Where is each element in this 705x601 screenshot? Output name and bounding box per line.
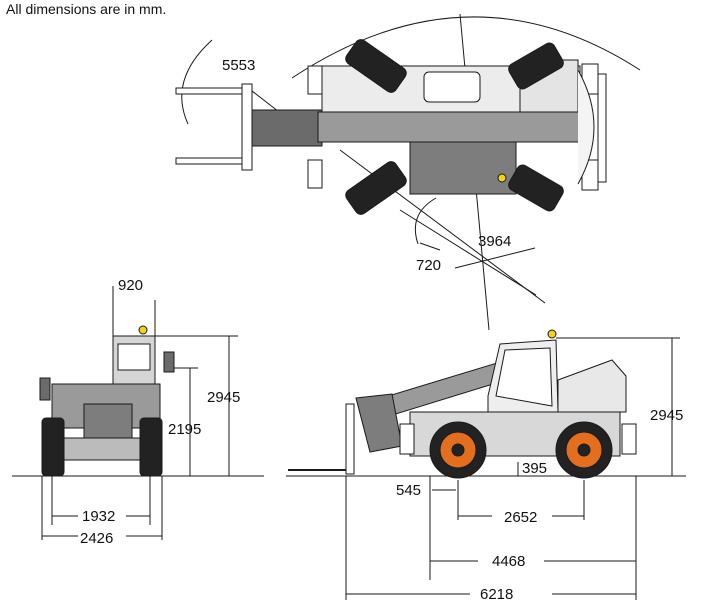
front-beacon xyxy=(138,325,148,335)
top-tyre-front-right xyxy=(345,161,407,215)
top-tyre-rear-left xyxy=(508,42,564,90)
top-fork-carriage xyxy=(241,83,253,171)
top-beacon xyxy=(497,173,507,183)
front-view xyxy=(12,286,264,540)
dim-turning-radius-inner: 720 xyxy=(416,257,441,274)
dim-ground-clearance: 395 xyxy=(522,460,547,477)
dim-length-to-fork-face: 4468 xyxy=(492,553,525,570)
top-view xyxy=(175,13,641,331)
dim-wheelbase: 2652 xyxy=(504,509,537,526)
side-outrigger-front xyxy=(399,423,415,455)
radius-line-diag-2 xyxy=(399,209,537,296)
side-beacon xyxy=(547,329,557,339)
front-axle xyxy=(63,437,141,461)
front-tyre-left xyxy=(41,417,65,477)
dim-cab-width: 920 xyxy=(118,277,143,294)
dim-overall-width: 2426 xyxy=(80,530,113,547)
side-cab-window xyxy=(495,347,553,407)
dim-overall-length: 6218 xyxy=(480,586,513,601)
top-counterweight xyxy=(577,69,595,185)
top-tyre-rear-right xyxy=(508,164,564,212)
outer-turning-arc xyxy=(291,16,641,79)
front-tyre-right xyxy=(139,417,163,477)
side-outrigger-rear xyxy=(621,423,637,455)
side-hub-front-center xyxy=(451,443,465,457)
top-tyre-front-left xyxy=(345,39,407,93)
top-outrigger-front-right xyxy=(307,159,323,189)
dim-front-overall-height: 2945 xyxy=(207,389,240,406)
front-mirror-left xyxy=(39,377,51,401)
top-rear-bar xyxy=(597,73,607,183)
caption: All dimensions are in mm. xyxy=(6,1,167,17)
radius-line-diag-3 xyxy=(454,247,536,269)
top-window xyxy=(423,71,481,103)
inner-turning-arc xyxy=(414,197,437,245)
radius-line-inner xyxy=(419,242,441,251)
dim-front-overhang: 545 xyxy=(396,482,421,499)
dim-turning-radius-outer: 3964 xyxy=(478,233,511,250)
top-fork-upper xyxy=(175,87,247,95)
front-cab-window xyxy=(117,343,151,371)
top-boom xyxy=(317,111,584,143)
side-fork-carriage xyxy=(345,403,355,475)
side-hub-rear-center xyxy=(577,443,591,457)
fork-turning-arc xyxy=(181,39,213,125)
top-cab xyxy=(409,141,517,195)
top-fork-lower xyxy=(175,157,247,165)
front-mirror-right xyxy=(163,351,175,373)
top-outrigger-front-left xyxy=(307,65,323,95)
dim-turning-radius-forks: 5553 xyxy=(222,57,255,74)
dim-track-width: 1932 xyxy=(82,508,115,525)
dim-side-overall-height: 2945 xyxy=(650,407,683,424)
top-attachment-head xyxy=(251,109,323,147)
dim-mirror-height: 2195 xyxy=(168,421,201,438)
side-engine-cover xyxy=(557,359,627,413)
side-view xyxy=(286,329,686,600)
